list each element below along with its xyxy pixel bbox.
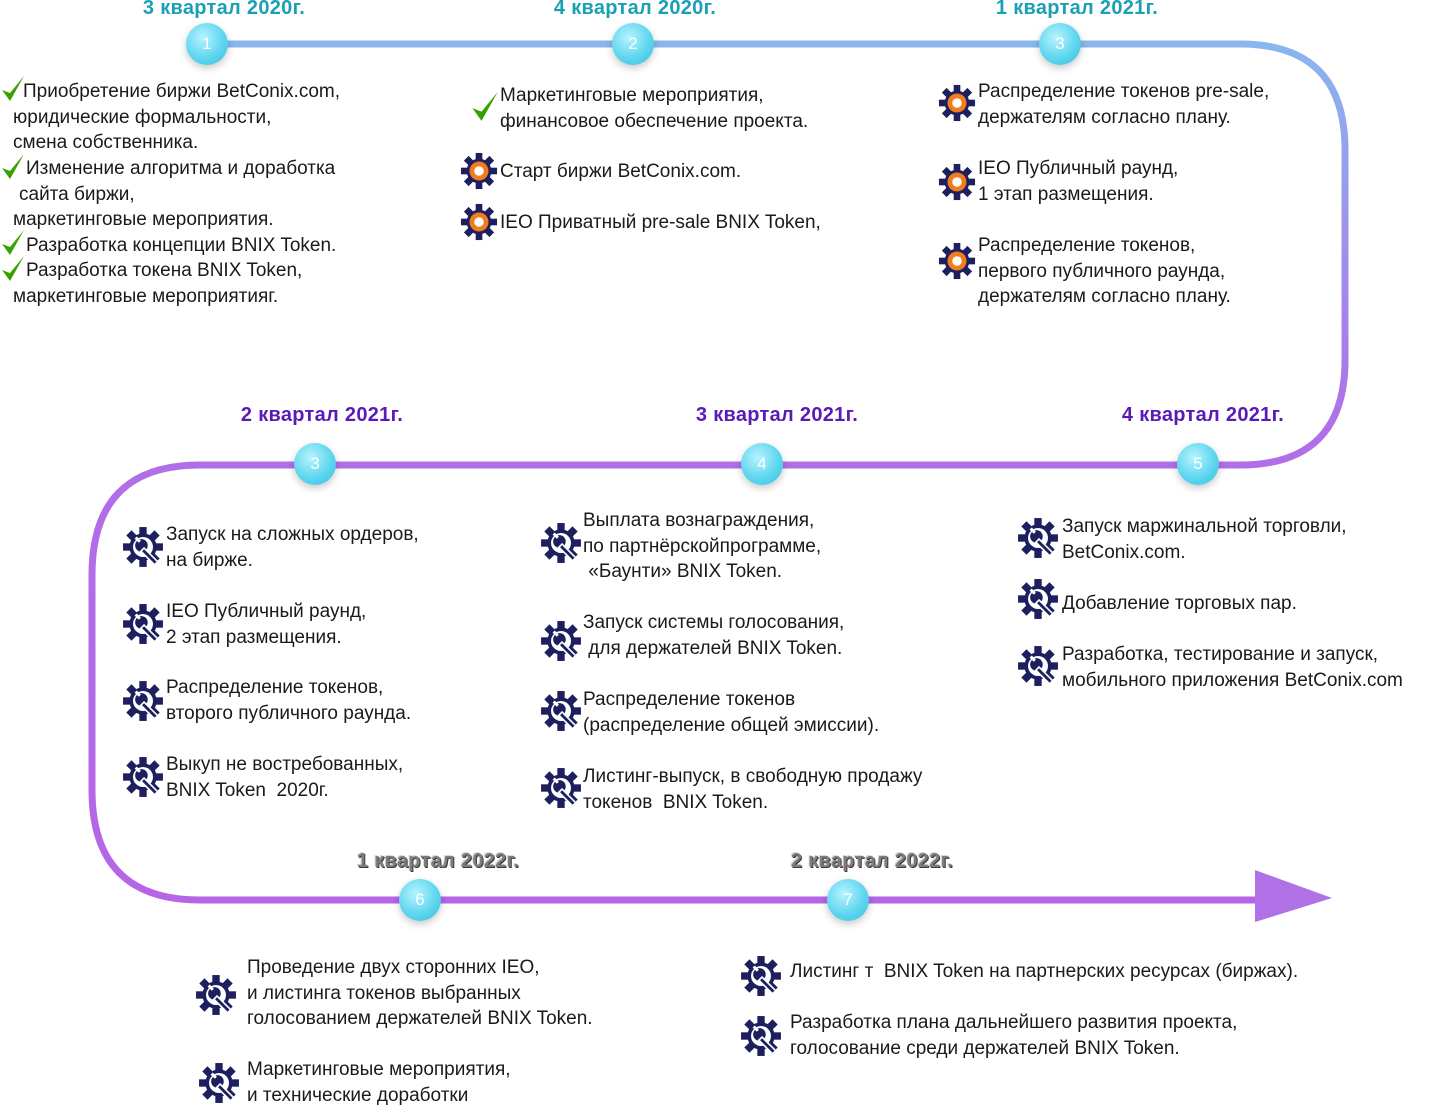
- orange-gear-icon: [938, 163, 976, 201]
- timeline-node-7: 6: [399, 879, 441, 921]
- gear-wrench-icon: [122, 603, 164, 645]
- quarter-title-4: 2 квартал 2021г.: [240, 404, 404, 426]
- q7-text-2: Маркетинговые мероприятия, и технические…: [247, 1059, 511, 1106]
- orange-gear-icon: [460, 152, 498, 190]
- timeline-node-1: 1: [186, 23, 228, 65]
- gear-wrench-icon: [195, 974, 237, 1016]
- q4-text-1: Запуск на сложных ордеров, на бирже.: [166, 524, 419, 571]
- q1-text-5: сайта биржи,: [19, 184, 135, 205]
- quarter-title-6: 4 квартал 2021г.: [1121, 404, 1285, 426]
- gear-wrench-icon: [122, 526, 164, 568]
- check-icon: [2, 256, 24, 281]
- q7-text-1: Проведение двух сторонних IEO, и листинг…: [247, 957, 593, 1030]
- q5-text-4: Листинг-выпуск, в свободную продажу токе…: [583, 766, 923, 813]
- q1-text-7: Разработка концепции BNIX Token.: [26, 235, 337, 256]
- check-icon: [2, 154, 24, 179]
- gear-wrench-icon: [540, 522, 582, 564]
- q3-text-1: Распределение токенов pre-sale, держател…: [978, 81, 1270, 128]
- gear-wrench-icon: [740, 955, 782, 997]
- q1-text-2: юридические формальности,: [13, 107, 272, 128]
- gear-wrench-icon: [1017, 578, 1059, 620]
- timeline-node-2: 2: [612, 23, 654, 65]
- gear-wrench-icon: [540, 767, 582, 809]
- quarter-title-8: 2 квартал 2022г.: [790, 850, 954, 872]
- q5-text-3: Распределение токенов (распределение общ…: [583, 689, 880, 736]
- q2-text-3: IEO Приватный pre-sale BNIX Token,: [500, 212, 821, 233]
- q6-text-3: Разработка, тестирование и запуск, мобил…: [1062, 644, 1403, 691]
- q4-text-4: Выкуп не востребованных, BNIX Token 2020…: [166, 754, 404, 801]
- timeline-node-5: 4: [741, 443, 783, 485]
- q4-text-2: IEO Публичный раунд, 2 этап размещения.: [166, 601, 367, 648]
- timeline-node-4: 3: [294, 443, 336, 485]
- gear-wrench-icon: [1017, 645, 1059, 687]
- q1-text-8: Разработка токена BNIX Token,: [26, 260, 303, 281]
- q3-text-2: IEO Публичный раунд, 1 этап размещения.: [978, 158, 1179, 205]
- orange-gear-icon: [938, 242, 976, 280]
- orange-gear-icon: [460, 203, 498, 241]
- quarter-title-3: 1 квартал 2021г.: [995, 0, 1159, 19]
- quarter-title-7: 1 квартал 2022г.: [356, 850, 520, 872]
- gear-wrench-icon: [540, 690, 582, 732]
- timeline-node-6: 5: [1177, 443, 1219, 485]
- quarter-title-5: 3 квартал 2021г.: [695, 404, 859, 426]
- timeline-arrowhead: [1255, 870, 1332, 922]
- quarter-title-1: 3 квартал 2020г.: [142, 0, 306, 19]
- gear-wrench-icon: [122, 756, 164, 798]
- q1-text-6: маркетинговые мероприятия.: [13, 209, 274, 230]
- q1-text-4: Изменение алгоритма и доработка: [26, 158, 336, 179]
- q3-text-3: Распределение токенов, первого публичног…: [978, 235, 1231, 308]
- q5-text-1: Выплата вознаграждения, по партнёрскойпр…: [583, 510, 822, 583]
- gear-wrench-icon: [540, 620, 582, 662]
- gear-wrench-icon: [1017, 517, 1059, 559]
- check-icon: [472, 92, 498, 121]
- q1-text-9: маркетинговые мероприятияг.: [13, 286, 279, 307]
- q8-text-2: Разработка плана дальнейшего развития пр…: [790, 1012, 1238, 1059]
- timeline-node-3: 3: [1039, 23, 1081, 65]
- quarter-title-2: 4 квартал 2020г.: [553, 0, 717, 19]
- q8-text-1: Листинг т BNIX Token на партнерских ресу…: [790, 961, 1299, 982]
- check-icon: [2, 230, 24, 255]
- gear-wrench-icon: [740, 1015, 782, 1057]
- timeline-node-8: 7: [827, 879, 869, 921]
- q6-text-2: Добавление торговых пар.: [1062, 593, 1297, 614]
- q1-text-3: смена собственника.: [13, 132, 199, 153]
- q4-text-3: Распределение токенов, второго публичног…: [166, 677, 412, 724]
- q2-text-2: Старт биржи BetConix.com.: [500, 161, 742, 182]
- q5-text-2: Запуск системы голосования, для держател…: [583, 612, 845, 659]
- gear-wrench-icon: [198, 1062, 240, 1104]
- timeline-path: [88, 40, 1349, 904]
- q2-text-1: Маркетинговые мероприятия, финансовое об…: [500, 85, 809, 132]
- q6-text-1: Запуск маржинальной торговли, BetConix.c…: [1062, 516, 1347, 563]
- q1-text-1: Приобретение биржи BetConix.com,: [23, 81, 341, 102]
- orange-gear-icon: [938, 84, 976, 122]
- gear-wrench-icon: [122, 680, 164, 722]
- check-icon: [2, 76, 24, 101]
